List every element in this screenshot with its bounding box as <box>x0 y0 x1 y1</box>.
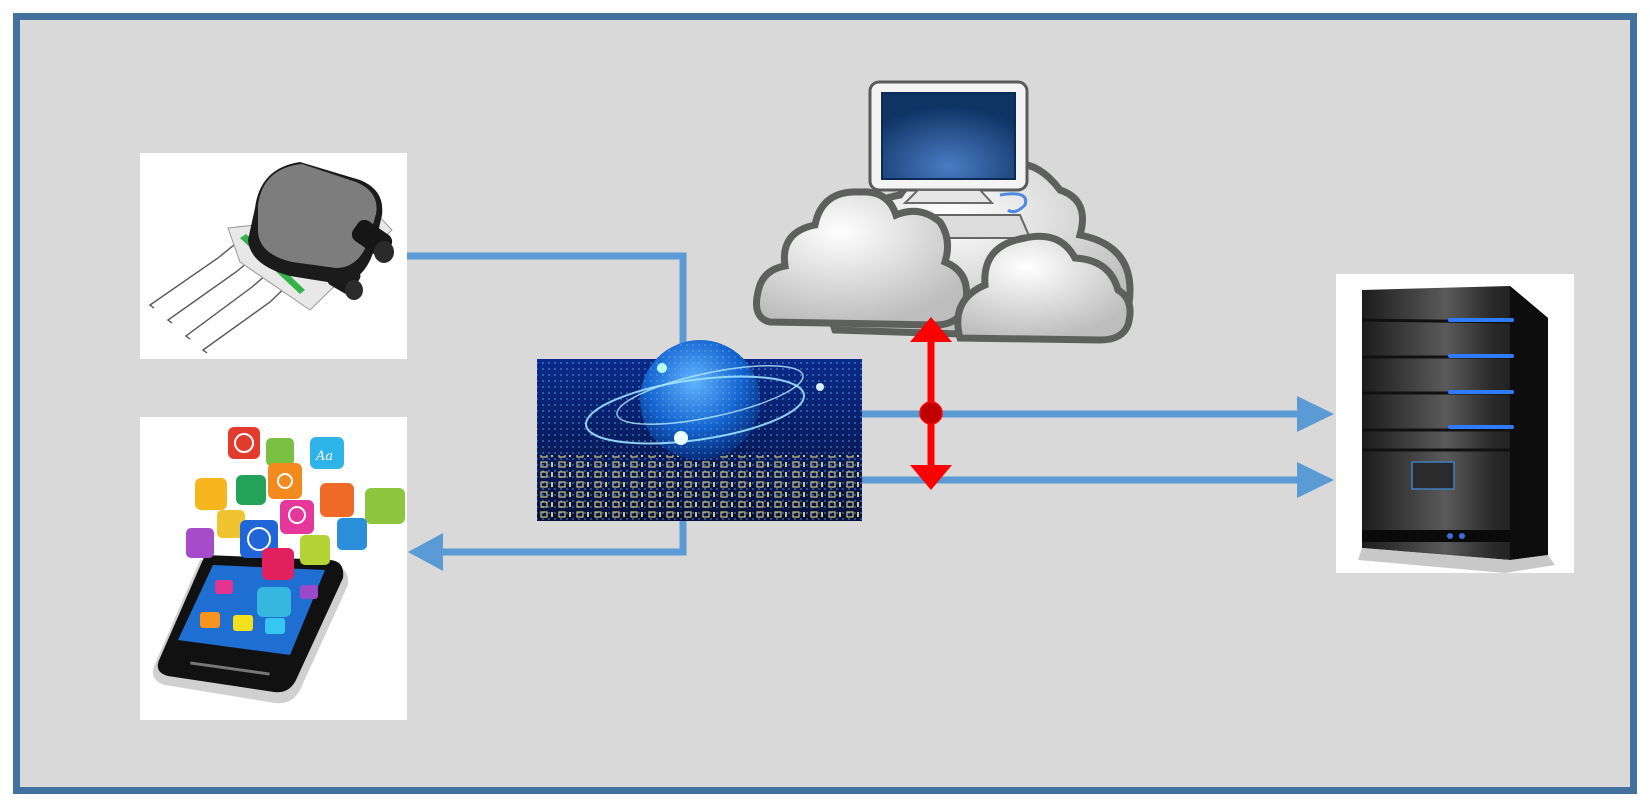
mobile-apps-node: Aa <box>140 417 407 720</box>
pressure-sensor-icon <box>148 162 394 354</box>
arrowhead-left-icon <box>408 533 443 571</box>
smartphone-apps-icon: Aa <box>152 427 405 704</box>
network-globe-node <box>537 340 862 521</box>
arrowhead-up-icon <box>910 317 952 342</box>
server-node <box>1336 274 1574 573</box>
digital-globe-icon <box>537 340 862 521</box>
cloud-network-bidirectional-arrow <box>910 317 952 490</box>
arrowhead-right-icon <box>1297 462 1334 498</box>
server-tower-icon <box>1358 286 1555 573</box>
pressure-sensor-node <box>140 153 407 359</box>
arrowhead-right-icon <box>1297 396 1334 432</box>
cloud-computer-icon <box>753 80 1134 344</box>
cloud-computer-node <box>753 80 1134 344</box>
junction-dot-icon <box>919 401 943 425</box>
drive-bay-icon <box>1411 461 1455 490</box>
connector-sensor-to-network <box>407 252 687 359</box>
connector-network-to-mobile <box>408 521 687 571</box>
font-app-glyph: Aa <box>315 449 333 464</box>
arrowhead-down-icon <box>910 465 952 490</box>
